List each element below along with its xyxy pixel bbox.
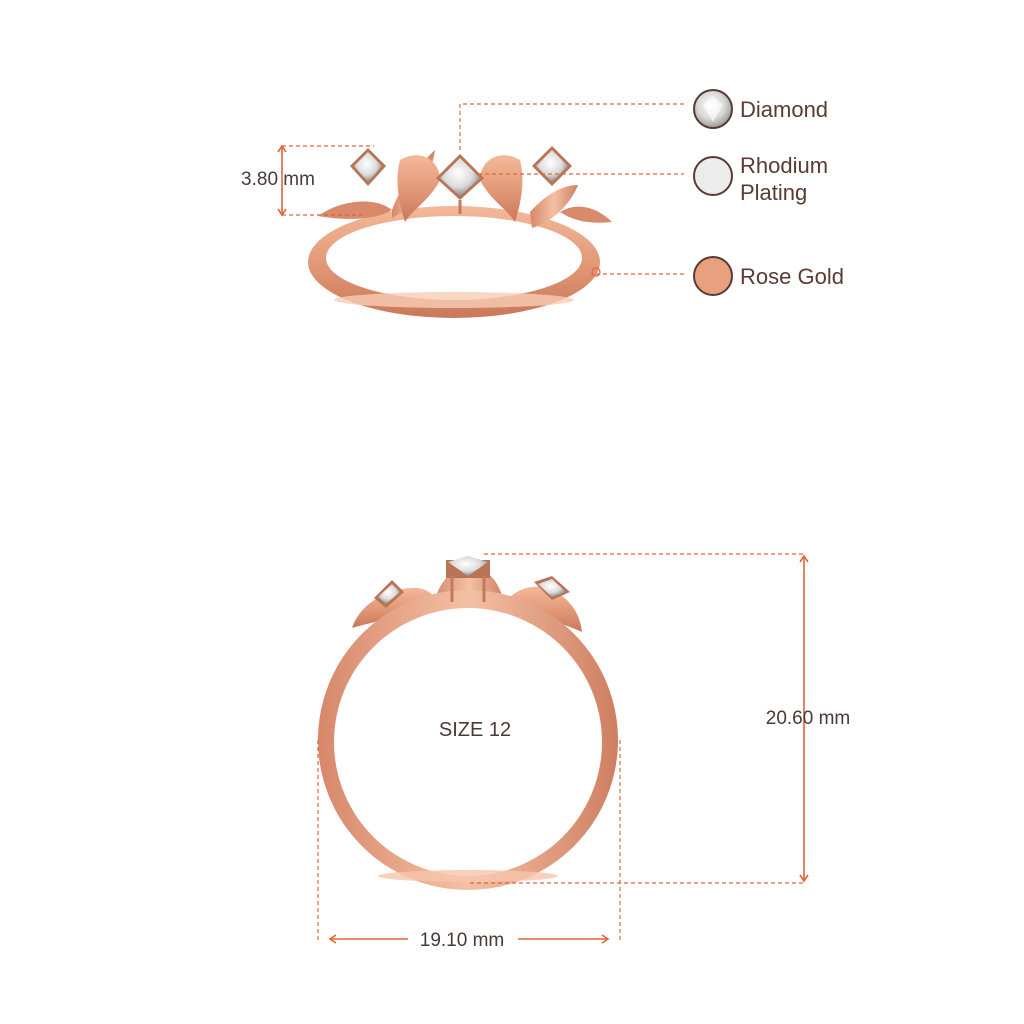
leaf-left-outer — [318, 201, 392, 219]
ring-width-dimension: 19.10 mm — [317, 740, 621, 951]
legend-callouts — [459, 103, 684, 277]
rose-gold-swatch-icon — [693, 256, 733, 296]
gem-right — [532, 146, 572, 186]
leaf-center-left — [397, 155, 440, 222]
ring-front-band-inner — [326, 216, 582, 300]
crown-left-leaf — [352, 587, 439, 628]
side-gem-left — [374, 580, 404, 608]
legend-rhodium-label-line1: Rhodium — [740, 153, 828, 178]
ring-height-dimension: 20.60 mm — [470, 553, 850, 884]
gem-left — [350, 148, 386, 186]
rhodium-swatch-icon — [693, 156, 733, 196]
gem-center — [436, 154, 484, 214]
leaf-right-outer — [560, 206, 612, 223]
ring-width-label: 19.10 mm — [420, 930, 504, 951]
legend-item-diamond: Diamond — [693, 89, 828, 129]
material-legend: Diamond Rhodium Plating Rose Gold — [693, 89, 844, 296]
ring-front-band-shine — [334, 292, 574, 308]
ring-side-view — [318, 556, 618, 890]
ring-front-view — [308, 146, 612, 318]
legend-diamond-label: Diamond — [740, 97, 828, 122]
setting-height-dimension: 3.80 mm — [241, 144, 374, 217]
leaf-center-right — [480, 155, 523, 222]
side-gem-right — [534, 576, 570, 600]
legend-item-rhodium: Rhodium Plating — [693, 153, 828, 205]
leaf-right — [530, 185, 578, 228]
legend-item-rose-gold: Rose Gold — [693, 256, 844, 296]
setting-height-label: 3.80 mm — [241, 169, 315, 190]
ring-size-label: SIZE 12 — [439, 719, 511, 741]
side-gem-center — [446, 556, 490, 602]
legend-rhodium-label-line2: Plating — [740, 180, 807, 205]
ring-height-label: 20.60 mm — [766, 708, 850, 729]
legend-rose-gold-label: Rose Gold — [740, 264, 844, 289]
ring-side-band-inner — [334, 608, 602, 876]
